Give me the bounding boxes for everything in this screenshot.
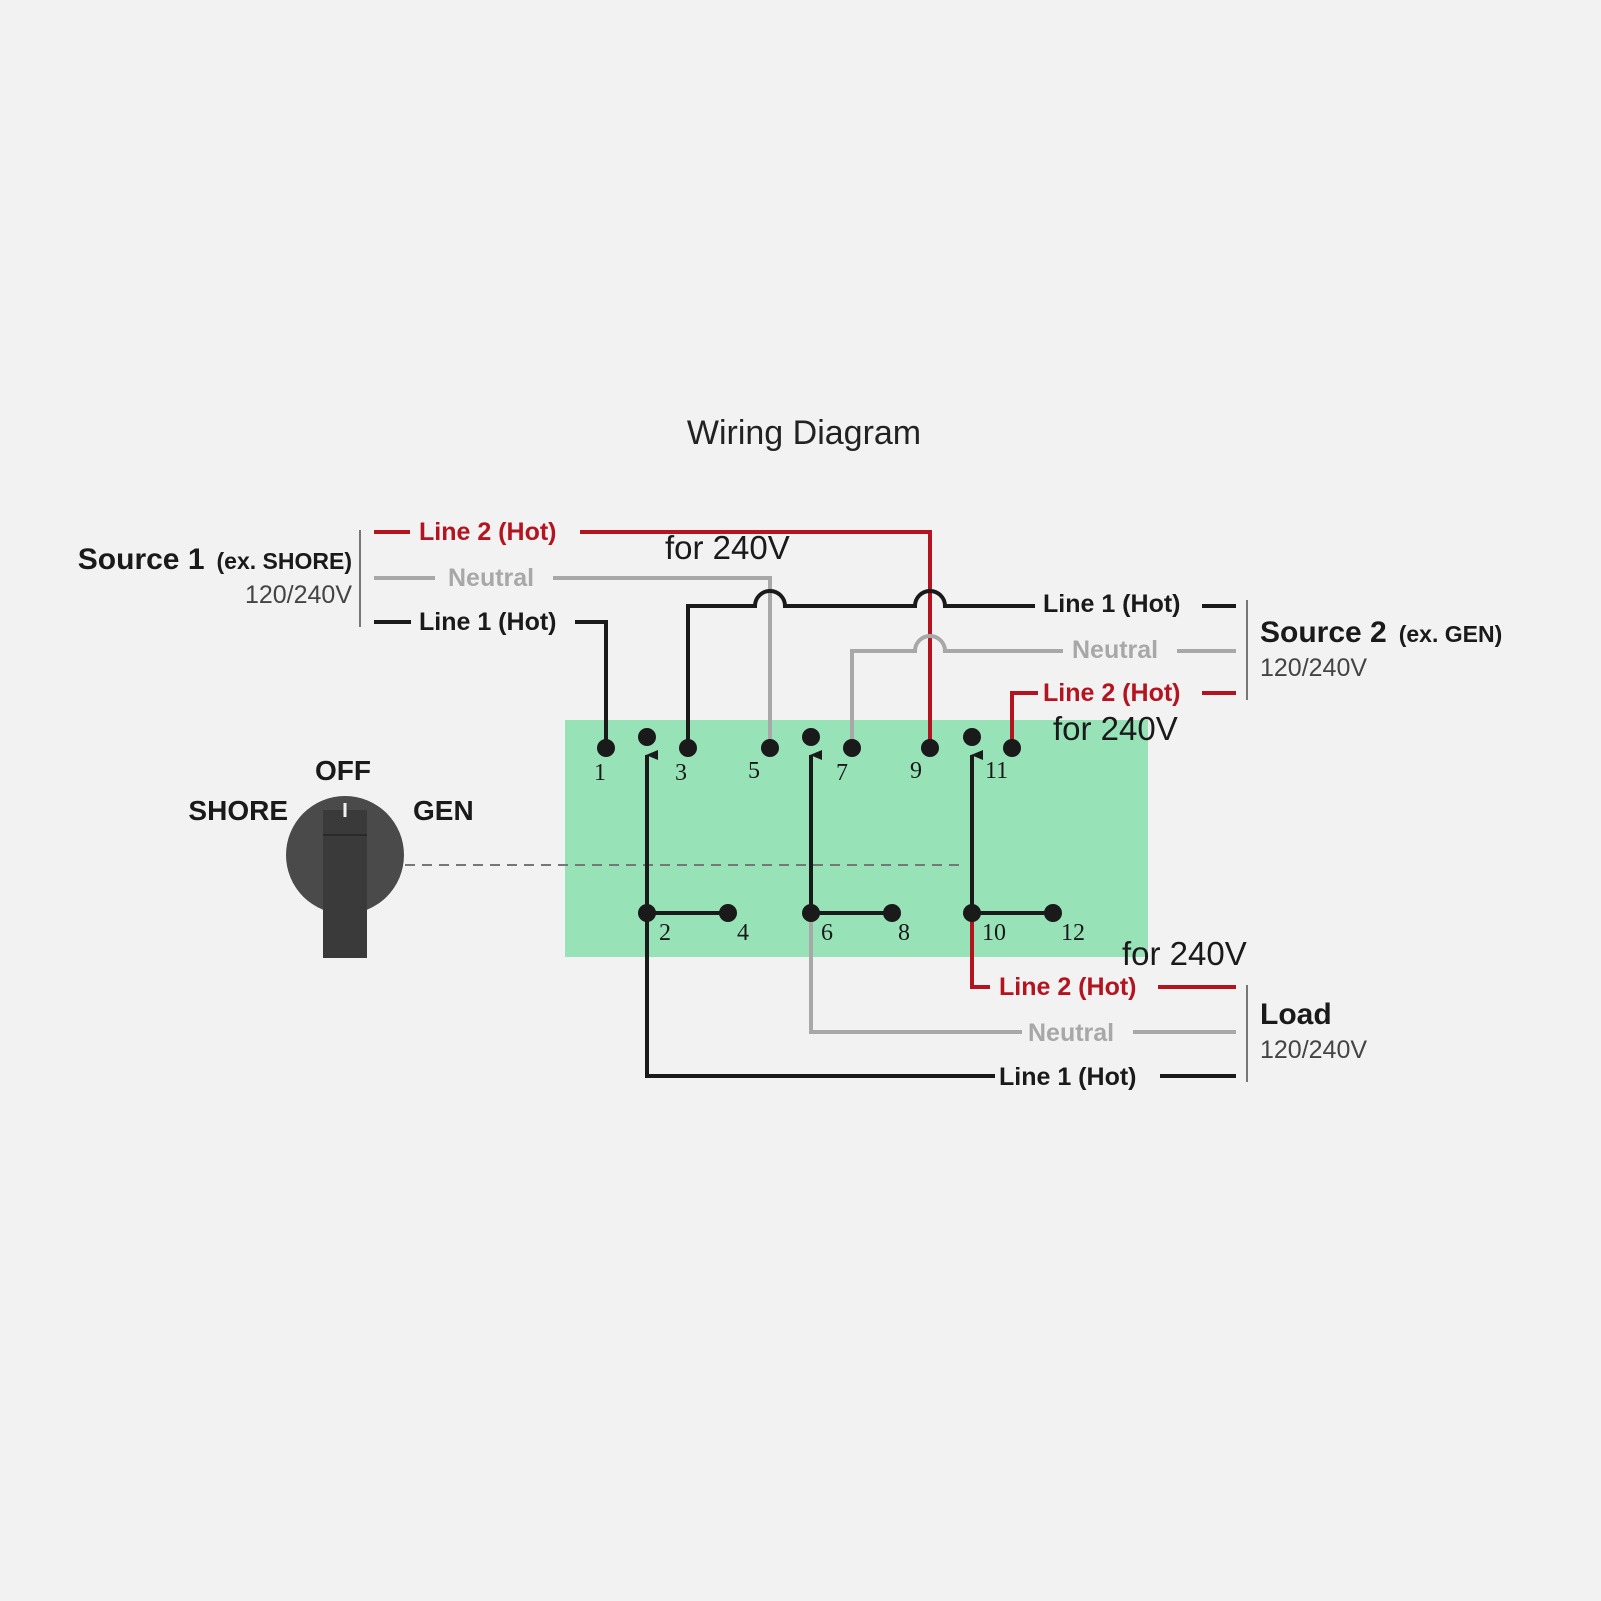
diagram-title: Wiring Diagram [687,414,921,452]
terminal-label-6: 6 [821,920,833,946]
terminal-dot-top-a [638,728,656,746]
s1-neutral-label: Neutral [448,564,534,592]
switch-position-shore: SHORE [188,795,288,826]
note-240v-source2: for 240V [1053,710,1178,747]
source1-voltage: 120/240V [245,581,352,609]
source2-heading: Source 2 (ex. GEN) [1260,616,1502,649]
source2-example: (ex. GEN) [1399,621,1503,647]
terminal-dot-8 [883,904,901,922]
source2-voltage: 120/240V [1260,654,1367,682]
terminal-dot-3 [679,739,697,757]
source1-heading: Source 1 (ex. SHORE) [78,543,352,576]
terminal-dot-11 [1003,739,1021,757]
terminal-dot-6 [802,904,820,922]
switch-position-gen: GEN [413,795,474,826]
terminal-dot-5 [761,739,779,757]
terminal-label-8: 8 [898,920,910,946]
s1-line2-wire [580,530,932,748]
terminal-label-10: 10 [982,920,1006,946]
s2-line1-label: Line 1 (Hot) [1043,590,1181,618]
terminal-dot-2 [638,904,656,922]
s2-neutral-wire [850,634,1063,748]
terminal-dot-4 [719,904,737,922]
terminal-dot-9 [921,739,939,757]
note-240v-load: for 240V [1122,935,1247,972]
terminal-dot-10 [963,904,981,922]
s2-line2-wire [1010,691,1038,748]
terminal-dot-1 [597,739,615,757]
terminal-dot-top-c [963,728,981,746]
terminal-label-5: 5 [748,758,760,784]
load-line1-wire [645,913,995,1078]
knob-handle [323,810,367,958]
note-240v-source1: for 240V [665,529,790,566]
terminal-label-11: 11 [985,758,1008,784]
load-neutral-wire [809,913,1022,1034]
load-line2-wire [970,913,990,989]
load-line2-label: Line 2 (Hot) [999,973,1137,1001]
terminal-label-4: 4 [737,920,749,946]
terminal-dot-top-b [802,728,820,746]
source1-name: Source 1 [78,543,205,576]
terminal-dots [597,728,1062,922]
s2-neutral-label: Neutral [1072,636,1158,664]
terminal-label-3: 3 [675,760,687,786]
load-name: Load [1260,998,1332,1031]
s2-line2-label: Line 2 (Hot) [1043,679,1181,707]
load-line1-label: Line 1 (Hot) [999,1063,1137,1091]
terminal-label-9: 9 [910,758,922,784]
load-neutral-label: Neutral [1028,1019,1114,1047]
terminal-dot-7 [843,739,861,757]
source2-name: Source 2 [1260,616,1387,649]
selector-switch-knob[interactable] [286,796,404,958]
terminal-label-1: 1 [594,760,606,786]
terminal-label-12: 12 [1061,920,1085,946]
load-voltage: 120/240V [1260,1036,1367,1064]
s1-line1-label: Line 1 (Hot) [419,608,557,636]
switch-position-off: OFF [315,755,371,786]
s1-neutral-wire [553,576,772,748]
terminal-label-7: 7 [836,760,848,786]
s1-line2-label: Line 2 (Hot) [419,518,557,546]
s1-line1-wire [575,620,608,748]
terminal-dot-12 [1044,904,1062,922]
s2-line1-wire [686,589,1035,748]
source1-example: (ex. SHORE) [217,548,352,574]
terminal-label-2: 2 [659,920,671,946]
